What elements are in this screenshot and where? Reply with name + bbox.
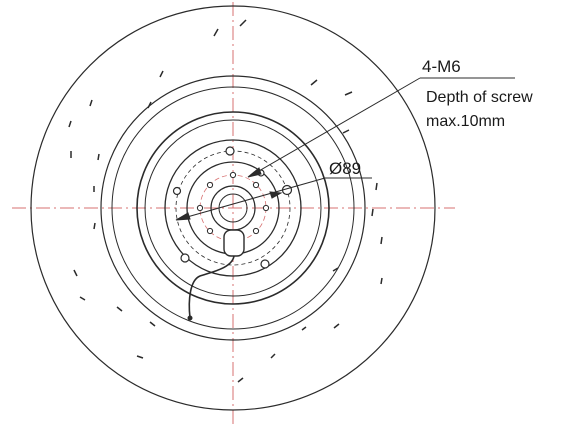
- shroud-outer-circle: [100, 75, 366, 341]
- blade-mark: [68, 120, 72, 128]
- hub-bolt-1: [229, 171, 237, 179]
- outer-rim-circle: [30, 5, 436, 411]
- hub-bolt-7: [196, 204, 204, 212]
- blade-mark: [310, 79, 318, 86]
- blade-marks: [68, 19, 383, 383]
- blade-mark: [213, 28, 219, 37]
- cable-end: [187, 315, 193, 321]
- shroud-inner-circle: [111, 86, 355, 330]
- blade-mark: [149, 321, 156, 327]
- blade-mark: [116, 306, 123, 312]
- motor-housing-circle: [136, 111, 330, 305]
- rotor-circle: [164, 139, 302, 277]
- screw-depth-label-line1: Depth of screw: [426, 89, 533, 106]
- blade-mark: [147, 101, 152, 109]
- blade-mark: [136, 355, 144, 359]
- cable-assembly: [187, 229, 245, 321]
- blade-mark: [380, 236, 383, 245]
- cable: [188, 255, 235, 319]
- blade-mark: [342, 129, 350, 134]
- thread-leader: [247, 77, 515, 178]
- blade-mark: [89, 99, 93, 107]
- thread-spec-label: 4-M6: [422, 57, 461, 76]
- hub-bolt-4: [252, 227, 260, 235]
- hub-bolt-8: [206, 181, 214, 189]
- thread-leader-line: [251, 77, 421, 176]
- blade-mark: [159, 70, 164, 78]
- blade-mark: [301, 326, 307, 331]
- blade-mark: [333, 323, 340, 329]
- blade-mark: [79, 296, 86, 301]
- motor-housing-inner-circle: [144, 119, 322, 297]
- blade-mark: [270, 353, 276, 359]
- blade-mark: [73, 269, 78, 277]
- blade-mark: [344, 91, 353, 96]
- blade-mark: [371, 208, 374, 217]
- diameter-label: Ø89: [329, 159, 362, 178]
- diameter-dimension: [175, 177, 372, 221]
- mount-hole-top: [225, 146, 235, 156]
- blade-mark: [375, 182, 378, 191]
- thread-leader-arrowhead: [247, 167, 262, 178]
- mount-hole-left: [172, 186, 182, 196]
- diameter-arrowhead-right: [269, 191, 283, 199]
- mount-hole-bottom-right: [260, 259, 270, 269]
- mount-hole-bottom-left: [180, 253, 190, 263]
- diameter-arrowhead-left: [175, 212, 191, 221]
- screw-depth-label-line2: max.10mm: [426, 113, 506, 130]
- cable-gland: [223, 229, 245, 257]
- center-lines: [12, 2, 455, 426]
- blade-mark: [380, 277, 383, 285]
- blade-mark: [239, 19, 247, 27]
- blade-mark: [97, 153, 100, 161]
- hub-bolt-2: [252, 181, 260, 189]
- blade-mark: [332, 267, 339, 272]
- blade-mark: [237, 377, 244, 383]
- hub-bolt-6: [206, 227, 214, 235]
- diameter-dimension-line: [179, 177, 326, 220]
- blade-mark: [93, 222, 96, 230]
- hub-bolt-3: [262, 204, 270, 212]
